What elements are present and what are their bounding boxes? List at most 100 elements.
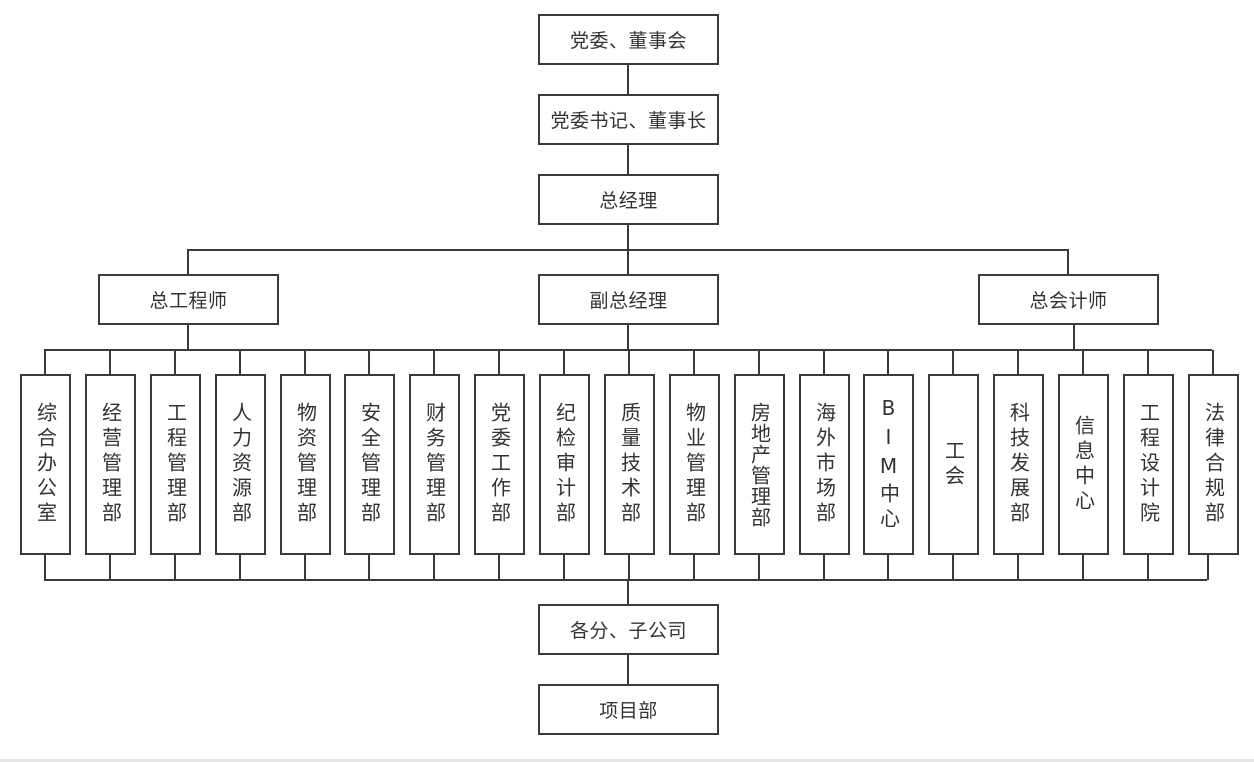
department-label: 党委工作部 (487, 402, 512, 527)
department-label: 人力资源部 (228, 402, 253, 527)
department-box: 人力资源部 (215, 374, 266, 555)
node-general-manager: 总经理 (538, 174, 719, 225)
connector (887, 350, 889, 375)
department-label: 工程设计院 (1136, 402, 1161, 527)
connector (758, 350, 760, 375)
department-box: 工会 (928, 374, 979, 555)
department-box: 法律合规部 (1188, 374, 1239, 555)
node-deputy-general-manager: 副总经理 (538, 274, 719, 325)
connector (563, 350, 565, 375)
connector-bus-deputies (187, 249, 1069, 251)
connector (109, 350, 111, 375)
connector (628, 554, 630, 580)
node-party-committee-board: 党委、董事会 (538, 14, 719, 65)
connector (628, 350, 630, 375)
department-label: 安全管理部 (357, 402, 382, 527)
connector (1073, 324, 1075, 350)
connector (952, 554, 954, 580)
department-box: 纪检审计部 (539, 374, 590, 555)
connector (239, 554, 241, 580)
connector (498, 350, 500, 375)
connector (304, 554, 306, 580)
node-label: 党委书记、董事长 (550, 110, 707, 132)
department-label: 物资管理部 (293, 402, 318, 527)
connector (109, 554, 111, 580)
node-party-secretary-chairman: 党委书记、董事长 (538, 94, 719, 145)
department-box: 综合办公室 (20, 374, 71, 555)
department-label: 工会 (941, 439, 966, 490)
connector (433, 554, 435, 580)
connector (1082, 350, 1084, 375)
connector (1017, 554, 1019, 580)
node-chief-engineer: 总工程师 (98, 274, 279, 325)
department-label: 房地产管理部 (747, 401, 772, 528)
department-label: 物业管理部 (682, 402, 707, 527)
connector (433, 350, 435, 375)
connector (304, 350, 306, 375)
department-label: 科技发展部 (1006, 402, 1031, 527)
connector (627, 144, 629, 175)
connector (1017, 350, 1019, 375)
node-label: 总会计师 (1029, 290, 1108, 312)
node-label: 党委、董事会 (569, 30, 687, 52)
department-label: 综合办公室 (33, 402, 58, 527)
connector (693, 554, 695, 580)
department-box: 房地产管理部 (734, 374, 785, 555)
connector (627, 654, 629, 685)
connector (368, 350, 370, 375)
department-label: 海外市场部 (812, 402, 837, 527)
connector (693, 350, 695, 375)
department-box: 安全管理部 (344, 374, 395, 555)
department-box: BIM中心 (863, 374, 914, 555)
node-label: 各分、子公司 (569, 620, 687, 642)
bottom-divider (0, 759, 1254, 762)
connector (1147, 350, 1149, 375)
department-label: 纪检审计部 (552, 402, 577, 527)
department-label: 质量技术部 (617, 402, 642, 527)
connector (823, 554, 825, 580)
department-box: 工程管理部 (150, 374, 201, 555)
node-label: 副总经理 (589, 290, 668, 312)
department-label: 工程管理部 (163, 402, 188, 527)
connector (887, 554, 889, 580)
department-label: 财务管理部 (422, 402, 447, 527)
connector (187, 249, 189, 275)
connector (44, 554, 46, 580)
connector (1212, 350, 1214, 375)
department-box: 质量技术部 (604, 374, 655, 555)
connector (627, 64, 629, 95)
connector (239, 350, 241, 375)
connector (174, 554, 176, 580)
department-label: 经营管理部 (98, 402, 123, 527)
department-box: 物资管理部 (280, 374, 331, 555)
department-box: 信息中心 (1058, 374, 1109, 555)
node-chief-accountant: 总会计师 (978, 274, 1159, 325)
department-box: 海外市场部 (799, 374, 850, 555)
connector (823, 350, 825, 375)
department-label: 信息中心 (1071, 414, 1096, 515)
connector (174, 350, 176, 375)
connector (952, 350, 954, 375)
connector (758, 554, 760, 580)
department-box: 工程设计院 (1123, 374, 1174, 555)
department-box: 经营管理部 (85, 374, 136, 555)
node-branches-subsidiaries: 各分、子公司 (538, 604, 719, 655)
connector (498, 554, 500, 580)
connector (563, 554, 565, 580)
connector (1067, 249, 1069, 275)
node-label: 总经理 (599, 190, 658, 212)
connector-bus-departments-bottom (44, 579, 1207, 581)
department-box: 科技发展部 (993, 374, 1044, 555)
connector (368, 554, 370, 580)
department-box: 财务管理部 (409, 374, 460, 555)
connector (1082, 554, 1084, 580)
connector (1147, 554, 1149, 580)
connector (187, 324, 189, 350)
connector (44, 350, 46, 375)
connector (627, 579, 629, 605)
connector (1207, 554, 1209, 580)
node-project-department: 项目部 (538, 684, 719, 735)
department-box: 党委工作部 (474, 374, 525, 555)
connector (627, 324, 629, 350)
